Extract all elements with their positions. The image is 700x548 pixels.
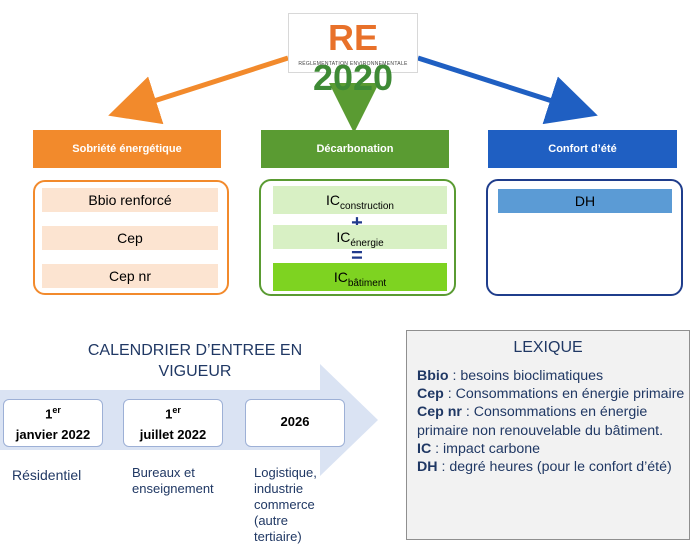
lexique-entry: DH : degré heures (pour le confort d’été… — [417, 459, 672, 476]
lexique-box: LEXIQUE Bbio : besoins bioclimatiques Ce… — [406, 330, 690, 540]
lexique-title: LEXIQUE — [513, 339, 583, 356]
label-residentiel: Résidentiel — [12, 467, 82, 483]
plus-sign: + — [351, 212, 363, 234]
logo-re: RE — [327, 17, 378, 58]
lexique-entry: Cep nr : Consommations en énergie primai… — [417, 404, 664, 439]
panel-decarbonation: ICconstruction + ICénergie = ICbâtiment — [259, 179, 456, 296]
lexique-entry: Cep : Consommations en énergie primaire — [417, 386, 685, 403]
label-logistique: Logistique, industrie commerce (autre te… — [254, 465, 317, 544]
header-decarbonation: Décarbonation — [261, 130, 449, 168]
ic-construction: ICconstruction — [273, 186, 447, 214]
date-box-residentiel: 1er janvier 2022 — [3, 399, 103, 447]
item-dh: DH — [498, 189, 672, 213]
header-sobriete: Sobriété énergétique — [33, 130, 221, 168]
item-bbio: Bbio renforcé — [42, 188, 218, 212]
lexique-entry: IC : impact carbone — [417, 440, 541, 457]
ic-energie: ICénergie — [273, 225, 447, 249]
item-cep-nr: Cep nr — [42, 264, 218, 288]
logo-arrows — [108, 55, 598, 130]
item-cep: Cep — [42, 226, 218, 250]
date-box-bureaux: 1er juillet 2022 — [123, 399, 223, 447]
header-confort: Confort d’été — [488, 130, 677, 168]
equals-sign: = — [351, 245, 363, 267]
arrow-to-confort — [417, 55, 598, 125]
label-bureaux: Bureaux et enseignement — [132, 465, 214, 496]
logo-subtitle: RÉGLEMENTATION ENVIRONNEMENTALE — [298, 61, 408, 67]
calendar-title: CALENDRIER D’ENTREE EN VIGUEUR — [87, 342, 303, 380]
lexique-entries: Bbio : besoins bioclimatiques Cep : Cons… — [417, 367, 685, 476]
lexique-entry: Bbio : besoins bioclimatiques — [417, 368, 604, 384]
date-box-logistique: 2026 — [245, 399, 345, 447]
logo-year: 2020 — [312, 57, 394, 98]
panel-confort: DH — [486, 179, 683, 296]
re2020-logo: RE 2020 RÉGLEMENTATION ENVIRONNEMENTALE — [288, 13, 418, 98]
panel-sobriete: Bbio renforcé Cep Cep nr — [33, 180, 229, 295]
ic-batiment: ICbâtiment — [273, 263, 447, 291]
arrow-to-sobriete — [108, 55, 289, 125]
